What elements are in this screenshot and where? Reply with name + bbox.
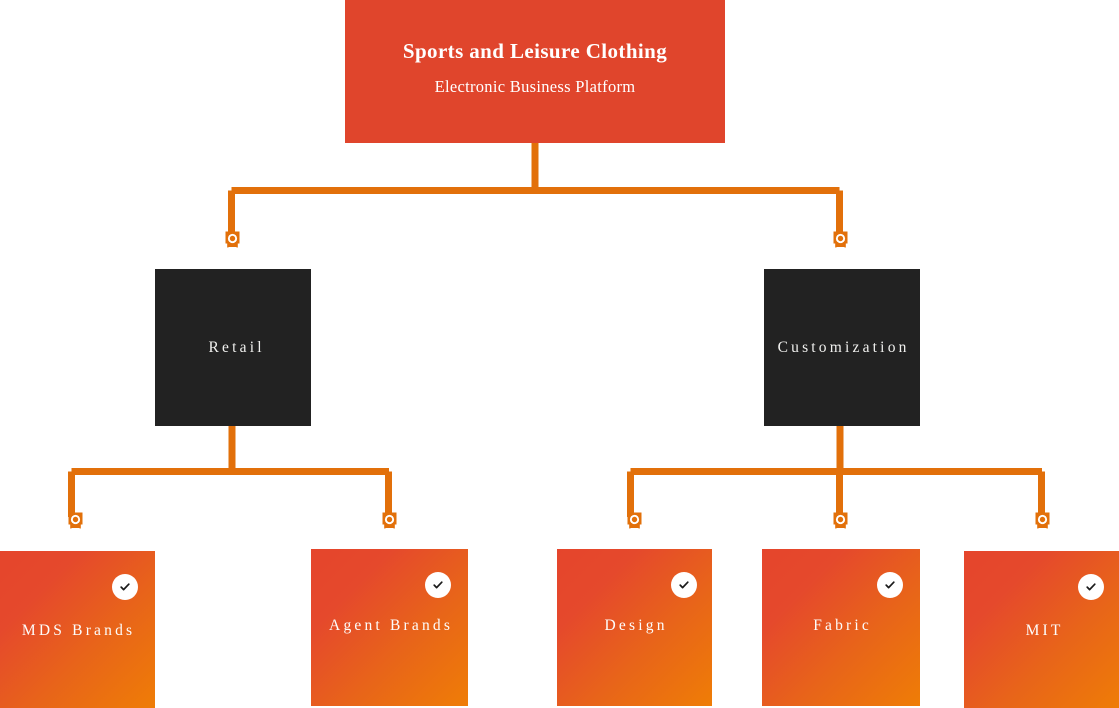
check-icon-fabric[interactable] [877, 572, 903, 598]
leaf-label-mds-brands: MDS Brands [21, 621, 136, 639]
leaf-label-mit: MIT [1025, 621, 1064, 639]
expand-node-icon-customization[interactable] [833, 231, 848, 248]
branch-label-retail: Retail [208, 338, 265, 356]
leaf-label-agent-brands: Agent Brands [329, 616, 454, 634]
expand-node-icon-fabric[interactable] [833, 512, 848, 529]
branch-node-customization[interactable]: Customization [764, 269, 920, 426]
leaf-label-fabric: Fabric [813, 616, 872, 634]
root-subtitle: Electronic Business Platform [434, 77, 636, 97]
expand-node-icon-mit[interactable] [1035, 512, 1050, 529]
expand-node-icon-mds-brands[interactable] [68, 512, 83, 529]
root-title: Sports and Leisure Clothing [402, 38, 668, 63]
check-icon-design[interactable] [671, 572, 697, 598]
check-icon-mit[interactable] [1078, 574, 1104, 600]
check-icon-mds-brands[interactable] [112, 574, 138, 600]
leaf-node-design[interactable]: Design [557, 549, 712, 706]
expand-node-icon-design[interactable] [627, 512, 642, 529]
leaf-node-agent-brands[interactable]: Agent Brands [311, 549, 468, 706]
branch-label-customization: Customization [777, 338, 910, 356]
check-icon-agent-brands[interactable] [425, 572, 451, 598]
leaf-node-mit[interactable]: MIT [964, 551, 1119, 708]
branch-node-retail[interactable]: Retail [155, 269, 311, 426]
leaf-node-mds-brands[interactable]: MDS Brands [0, 551, 155, 708]
leaf-label-design: Design [604, 616, 668, 634]
expand-node-icon-retail[interactable] [225, 231, 240, 248]
leaf-node-fabric[interactable]: Fabric [762, 549, 920, 706]
expand-node-icon-agent-brands[interactable] [382, 512, 397, 529]
root-node-sports-and-leisure-clothing[interactable]: Sports and Leisure Clothing Electronic B… [345, 0, 725, 143]
